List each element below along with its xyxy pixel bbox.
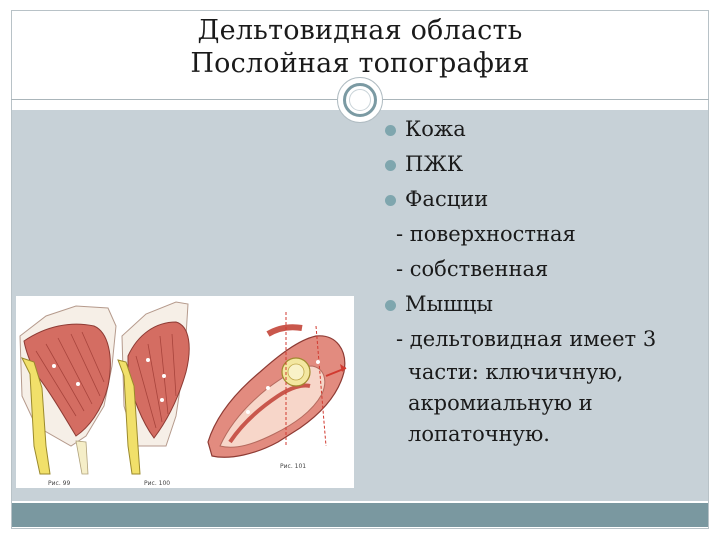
title-line-1: Дельтовидная область: [197, 15, 523, 46]
shoulder-drawing-2: Рис. 100: [117, 301, 190, 487]
bullet-dot-icon: [385, 160, 396, 171]
anatomy-illustration: Рис. 99 Рис. 100 Р: [19, 301, 347, 487]
bullet-dot-icon: [385, 195, 396, 206]
bullet-dot-icon: [385, 125, 396, 136]
sub-item-proper: - собственная: [396, 257, 549, 281]
sub-item-deltoid-cont-3: лопаточную.: [408, 422, 550, 446]
sub-item-deltoid-cont-2: акромиальную и: [408, 391, 593, 415]
bullet-dot-icon: [385, 300, 396, 311]
divider-medallion: [337, 77, 383, 123]
caption-fig-101: Рис. 101: [280, 463, 306, 470]
shoulder-drawing-1: Рис. 99: [19, 305, 117, 487]
bullet-fascia: Фасции: [382, 182, 702, 217]
bullet-list: Кожа ПЖК Фасции - поверхностная - собств…: [382, 112, 702, 450]
title-line-2: Послойная топография: [190, 48, 530, 79]
bullet-muscles: Мышцы: [382, 287, 702, 322]
medallion-ring: [343, 83, 377, 117]
sub-item-deltoid-cont-1: части: ключичную,: [408, 360, 624, 384]
anatomy-figure: Рис. 99 Рис. 100 Р: [16, 296, 354, 488]
caption-fig-100: Рис. 100: [144, 480, 170, 487]
joint-section-drawing: Рис. 101: [207, 312, 347, 470]
slide-title: Дельтовидная область Послойная топографи…: [12, 10, 708, 100]
medallion-inner: [349, 89, 371, 111]
bottom-band: [12, 503, 708, 527]
bullet-subcutaneous-fat: ПЖК: [382, 147, 702, 182]
sub-item-superficial: - поверхностная: [396, 222, 576, 246]
sub-item-deltoid: - дельтовидная имеет 3: [396, 327, 657, 351]
bullet-skin: Кожа: [382, 112, 702, 147]
caption-fig-99: Рис. 99: [48, 480, 70, 487]
